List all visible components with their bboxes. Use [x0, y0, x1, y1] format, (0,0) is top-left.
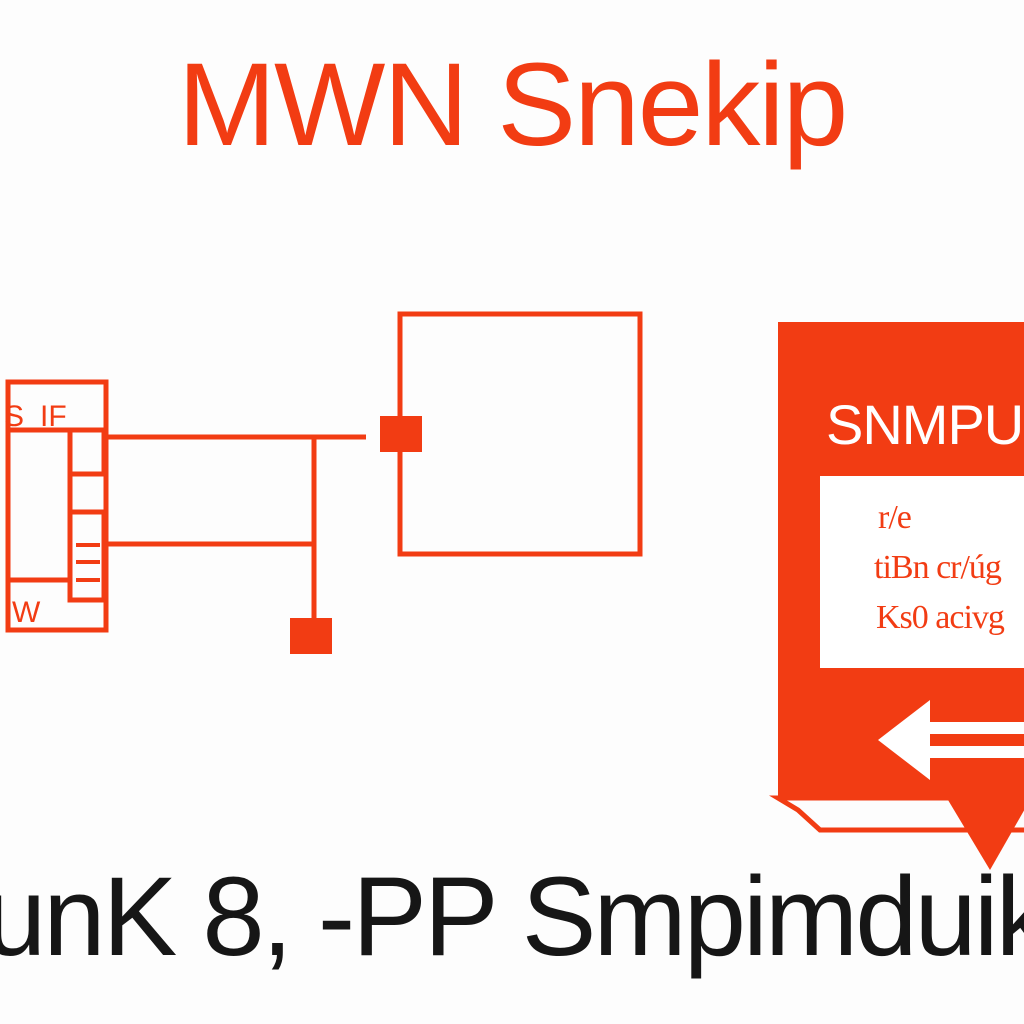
diagram-title: MWN Snekip	[177, 39, 848, 171]
chip-pin-bottom	[67, 509, 107, 603]
chip-inner-outline	[5, 427, 73, 583]
central-connector	[380, 416, 422, 452]
panel-heading: SNMPU	[826, 393, 1023, 456]
node-bottom	[290, 618, 332, 654]
wires	[104, 434, 366, 654]
double-arrow-left-icon	[878, 700, 1024, 780]
chip-side-label: W	[12, 596, 41, 629]
panel-inner-card	[820, 476, 1024, 668]
right-panel: SNMPU r/e tiBn cr/úg Ks0 acivg	[768, 322, 1024, 870]
chip-pin-top	[67, 427, 107, 477]
chip-component: S IF W	[4, 379, 109, 633]
chip-top-label-right: IF	[40, 400, 67, 433]
panel-pointer	[948, 800, 1024, 870]
panel-base	[768, 795, 1024, 833]
chip-top-label: S	[4, 400, 24, 433]
panel-line-2: tiBn cr/úg	[874, 549, 1002, 586]
diagram-footer: unK 8, -PP Smpimduik	[0, 854, 1024, 979]
central-block	[380, 311, 643, 557]
central-box	[397, 311, 643, 557]
panel-line-1: r/e	[878, 499, 911, 536]
panel-line-3: Ks0 acivg	[876, 599, 1005, 636]
